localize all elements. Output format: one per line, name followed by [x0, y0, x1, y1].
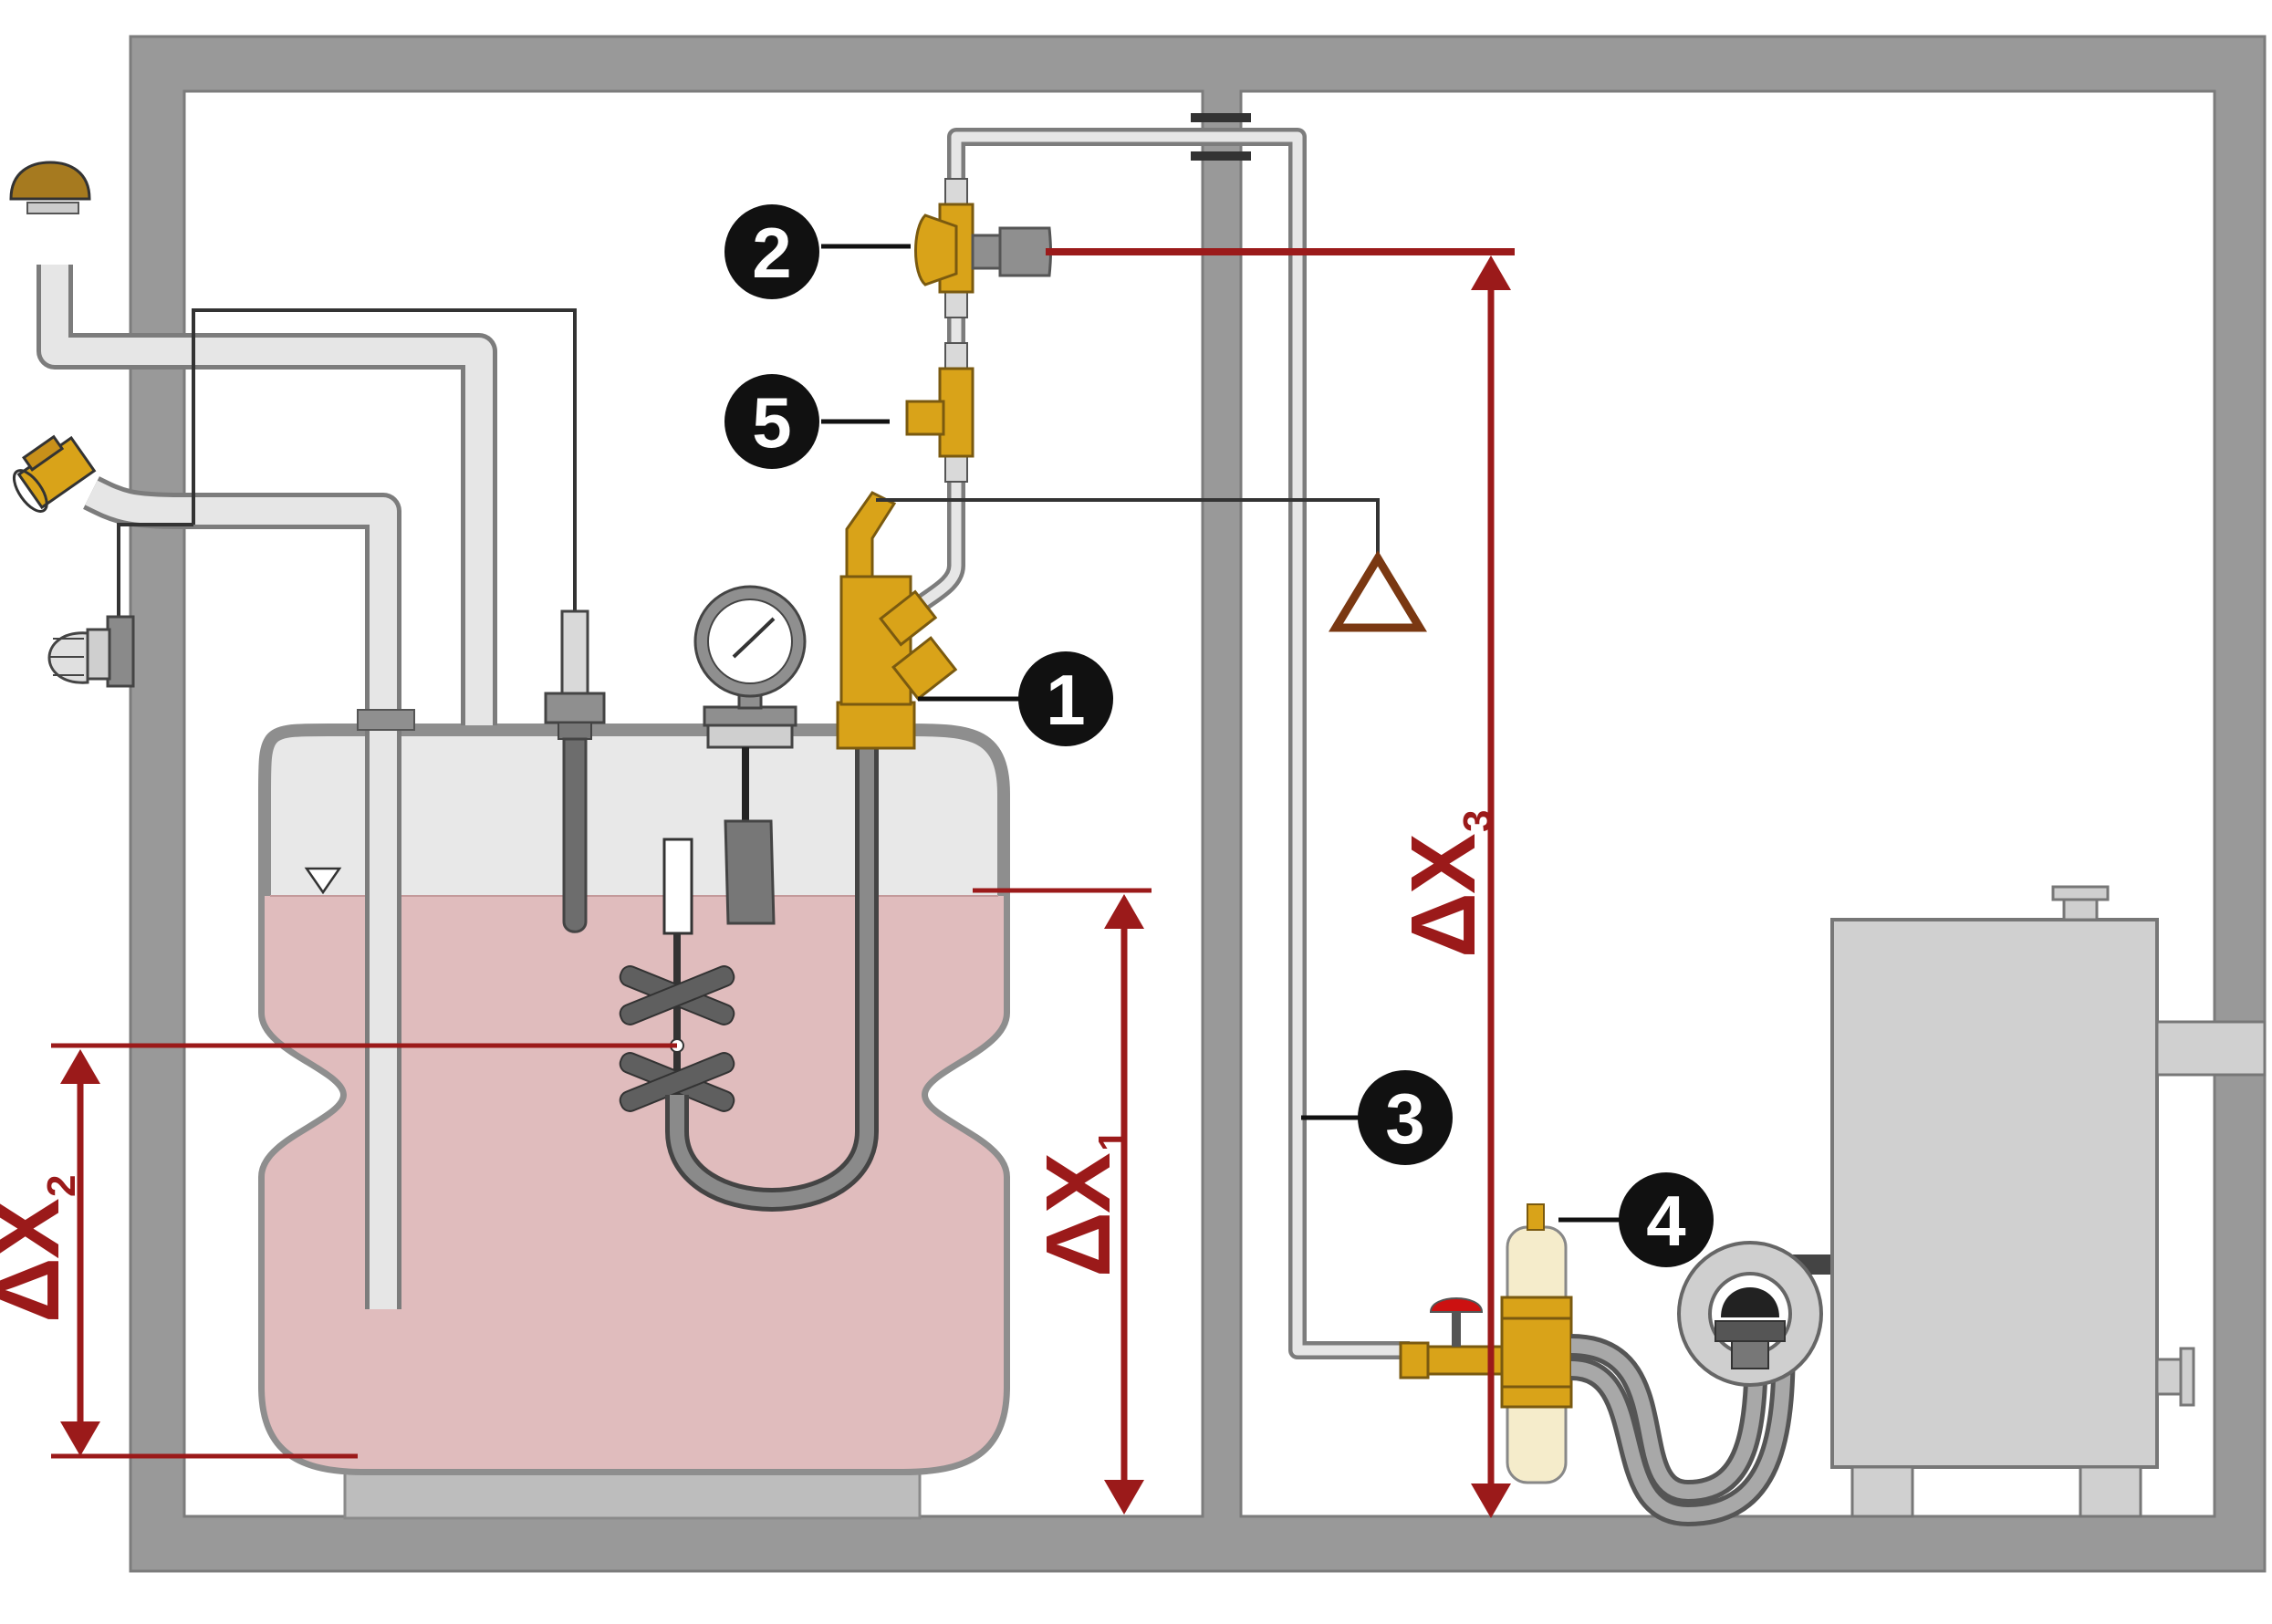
dx1-letter: X [1027, 1152, 1130, 1213]
callout-2-number: 2 [752, 213, 791, 293]
dx1-symbol: Δ [1027, 1212, 1130, 1277]
dx3-subscript: 3 [1455, 810, 1500, 832]
building-walls [129, 35, 2267, 1573]
callout-5: 5 [724, 374, 819, 469]
dx3-letter: X [1392, 833, 1495, 894]
fill-pipe [9, 161, 497, 725]
hoses-to-pump [1569, 1331, 1796, 1527]
tee-fitting-5 [905, 367, 974, 458]
dx2-label: Δ X 2 [0, 1175, 84, 1323]
callout-4-number: 4 [1646, 1181, 1685, 1261]
dimension-lines [51, 248, 1515, 1518]
callout-4: 4 [1619, 1172, 1714, 1267]
burner-unit [1677, 885, 2267, 1518]
dx2-symbol: Δ [0, 1257, 78, 1323]
oil-filter-4 [1399, 1203, 1573, 1484]
callout-3-number: 3 [1385, 1078, 1424, 1159]
dx3-label: Δ X 3 [1392, 810, 1500, 958]
fill-coupling-icon [12, 434, 97, 513]
float-switch [619, 838, 735, 1112]
callout-1-number: 1 [1046, 660, 1085, 740]
vent-cap-icon [9, 161, 91, 201]
level-triangle-icon [304, 867, 342, 895]
dx1-label: Δ X 1 [1027, 1130, 1135, 1277]
dx1-subscript: 1 [1090, 1130, 1135, 1151]
callout-2: 2 [724, 204, 819, 299]
overfill-whistle-icon [47, 615, 135, 688]
dx2-subscript: 2 [39, 1175, 84, 1197]
callout-3: 3 [1358, 1070, 1453, 1165]
dx3-symbol: Δ [1392, 892, 1495, 958]
deaerator-valve-1 [836, 491, 1427, 750]
callout-1: 1 [1018, 651, 1113, 746]
suction-hose [665, 744, 879, 1212]
callout-5-number: 5 [752, 382, 791, 463]
callout-leaders [821, 244, 1624, 1223]
vent-pipe [12, 434, 415, 1309]
warning-triangle-icon [1329, 550, 1427, 632]
signal-line [47, 308, 606, 933]
vent-cap-neck [26, 202, 79, 214]
dx2-letter: X [0, 1198, 78, 1259]
level-gauge [693, 585, 807, 925]
anti-siphon-valve-2 [914, 178, 1052, 483]
